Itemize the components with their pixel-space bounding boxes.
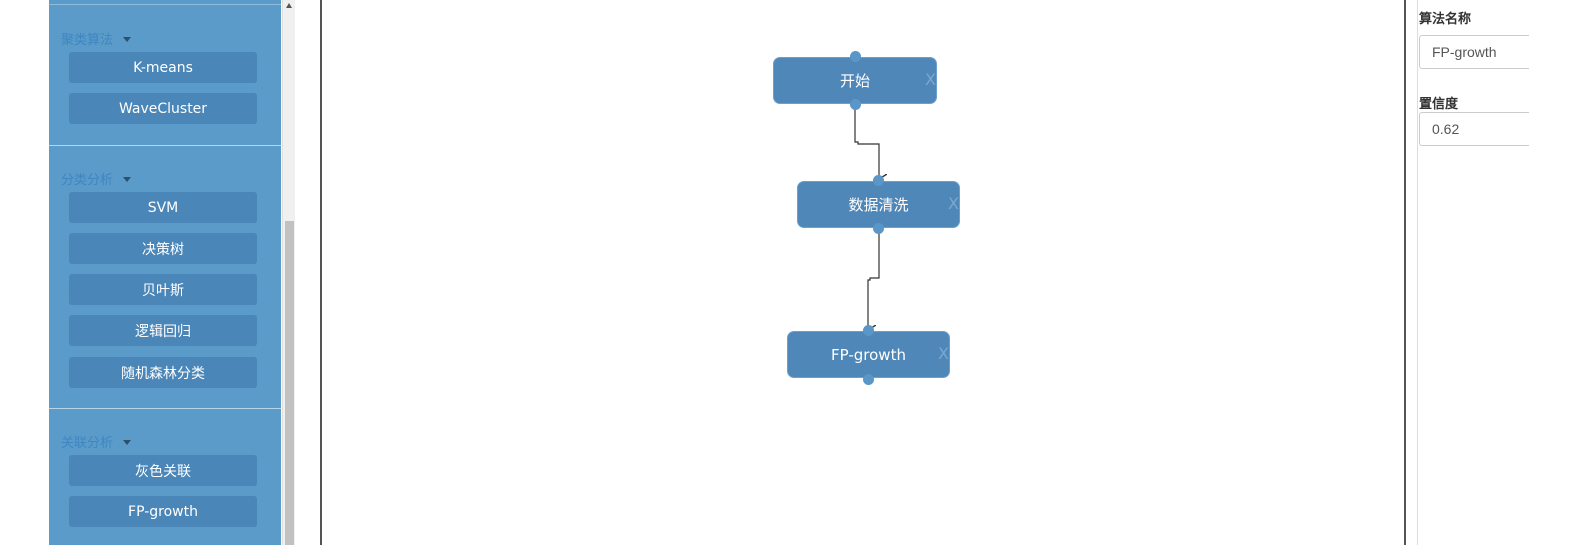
connector-start-to-clean[interactable] bbox=[854, 104, 879, 179]
group-divider bbox=[49, 145, 281, 146]
algo-button-grey-relational[interactable]: 灰色关联 bbox=[69, 455, 257, 486]
properties-panel-border bbox=[1417, 0, 1418, 545]
scroll-up-arrow-icon[interactable] bbox=[286, 3, 292, 8]
node-start[interactable]: 开始 X bbox=[773, 57, 937, 104]
node-label: FP-growth bbox=[831, 345, 906, 364]
sidebar-top-divider bbox=[49, 4, 281, 5]
confidence-label: 置信度 bbox=[1419, 97, 1459, 112]
group-title-classification[interactable]: 分类分析 bbox=[61, 168, 132, 188]
caret-down-icon bbox=[123, 440, 132, 445]
node-endpoint-top[interactable] bbox=[863, 325, 874, 336]
group-title-clustering[interactable]: 聚类算法 bbox=[61, 28, 132, 48]
node-endpoint-bottom[interactable] bbox=[850, 99, 861, 110]
connector-clean-to-fpgrowth[interactable] bbox=[868, 228, 880, 330]
algorithm-name-label: 算法名称 bbox=[1419, 12, 1472, 27]
node-endpoint-top[interactable] bbox=[873, 175, 884, 186]
algo-button-bayes[interactable]: 贝叶斯 bbox=[69, 274, 257, 305]
node-fp-growth[interactable]: FP-growth X bbox=[787, 331, 950, 378]
canvas-left-border bbox=[320, 0, 322, 545]
algo-button-decision-tree[interactable]: 决策树 bbox=[69, 233, 257, 264]
algo-button-random-forest[interactable]: 随机森林分类 bbox=[69, 357, 257, 388]
node-endpoint-bottom[interactable] bbox=[863, 374, 874, 385]
node-endpoint-top[interactable] bbox=[850, 51, 861, 62]
group-divider bbox=[49, 408, 281, 409]
node-label: 开始 bbox=[839, 72, 870, 90]
close-icon[interactable]: X bbox=[938, 344, 949, 363]
algo-button-logistic-regression[interactable]: 逻辑回归 bbox=[69, 315, 257, 346]
algo-button-svm[interactable]: SVM bbox=[69, 192, 257, 223]
flow-canvas[interactable]: 开始 X 数据清洗 X FP-growth X bbox=[322, 0, 1404, 545]
node-data-cleaning[interactable]: 数据清洗 X bbox=[797, 181, 960, 228]
sidebar-scrollbar[interactable] bbox=[282, 0, 295, 545]
algorithm-sidebar: 聚类算法 K-means WaveCluster 分类分析 SVM 决策树 贝叶… bbox=[49, 0, 281, 545]
node-endpoint-bottom[interactable] bbox=[873, 223, 884, 234]
group-title-label: 分类分析 bbox=[61, 172, 114, 188]
group-title-label: 聚类算法 bbox=[61, 32, 114, 48]
caret-down-icon bbox=[123, 177, 132, 182]
close-icon[interactable]: X bbox=[925, 70, 936, 89]
close-icon[interactable]: X bbox=[948, 194, 959, 213]
algorithm-name-input[interactable] bbox=[1419, 35, 1529, 69]
node-label: 数据清洗 bbox=[848, 196, 909, 214]
scrollbar-thumb[interactable] bbox=[285, 221, 294, 545]
algo-button-kmeans[interactable]: K-means bbox=[69, 52, 257, 83]
algo-button-fp-growth[interactable]: FP-growth bbox=[69, 496, 257, 527]
caret-down-icon bbox=[123, 37, 132, 42]
group-title-association[interactable]: 关联分析 bbox=[61, 431, 132, 451]
confidence-input[interactable] bbox=[1419, 112, 1529, 146]
algo-button-wavecluster[interactable]: WaveCluster bbox=[69, 93, 257, 124]
group-title-label: 关联分析 bbox=[61, 435, 114, 451]
canvas-right-border bbox=[1404, 0, 1406, 545]
